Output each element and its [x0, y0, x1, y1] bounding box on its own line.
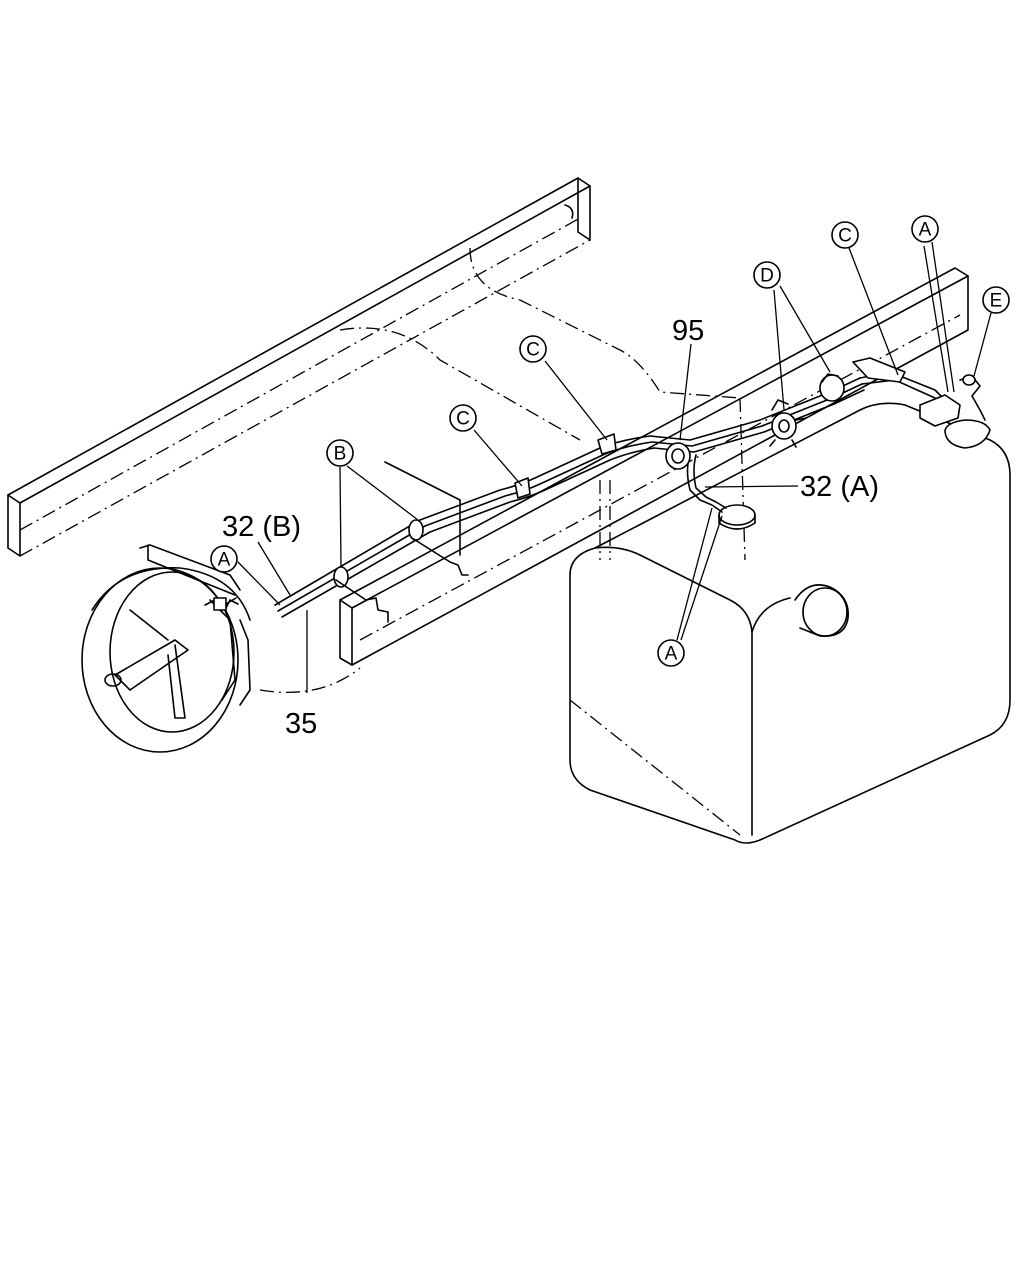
callout-e-top-right: E — [982, 286, 1010, 314]
callout-e-top-right-label: E — [990, 291, 1003, 312]
part-label-32b: 32 (B) — [222, 511, 301, 543]
callout-b-group-label: B — [334, 444, 347, 465]
callout-c-left: C — [449, 404, 477, 432]
callout-c-top-right-label: C — [838, 226, 852, 247]
callout-c-mid-label: C — [526, 340, 540, 361]
tank-sender-unit — [718, 504, 756, 530]
part-label-32a: 32 (A) — [800, 471, 879, 503]
callout-a-top-right-label: A — [919, 220, 932, 241]
callout-d-group: D — [753, 261, 781, 289]
callout-a-bottom: A — [657, 639, 685, 667]
callout-c-mid: C — [519, 335, 547, 363]
callout-a-bottom-label: A — [665, 644, 678, 665]
callout-a-left-label: A — [218, 550, 231, 571]
part-label-35: 35 — [285, 708, 317, 740]
wheel-hub-drum — [81, 544, 251, 753]
callout-b-group: B — [326, 439, 354, 467]
pipe-clips — [333, 357, 991, 623]
callout-a-left: A — [210, 545, 238, 573]
callout-a-top-right: A — [911, 215, 939, 243]
callout-c-top-right: C — [831, 221, 859, 249]
callout-c-left-label: C — [456, 409, 470, 430]
crossmember — [339, 267, 969, 666]
fuel-tank — [569, 402, 1011, 844]
part-label-95: 95 — [672, 315, 704, 347]
callout-d-group-label: D — [760, 266, 774, 287]
frame-rail — [7, 177, 591, 557]
leader-lines — [237, 241, 992, 693]
